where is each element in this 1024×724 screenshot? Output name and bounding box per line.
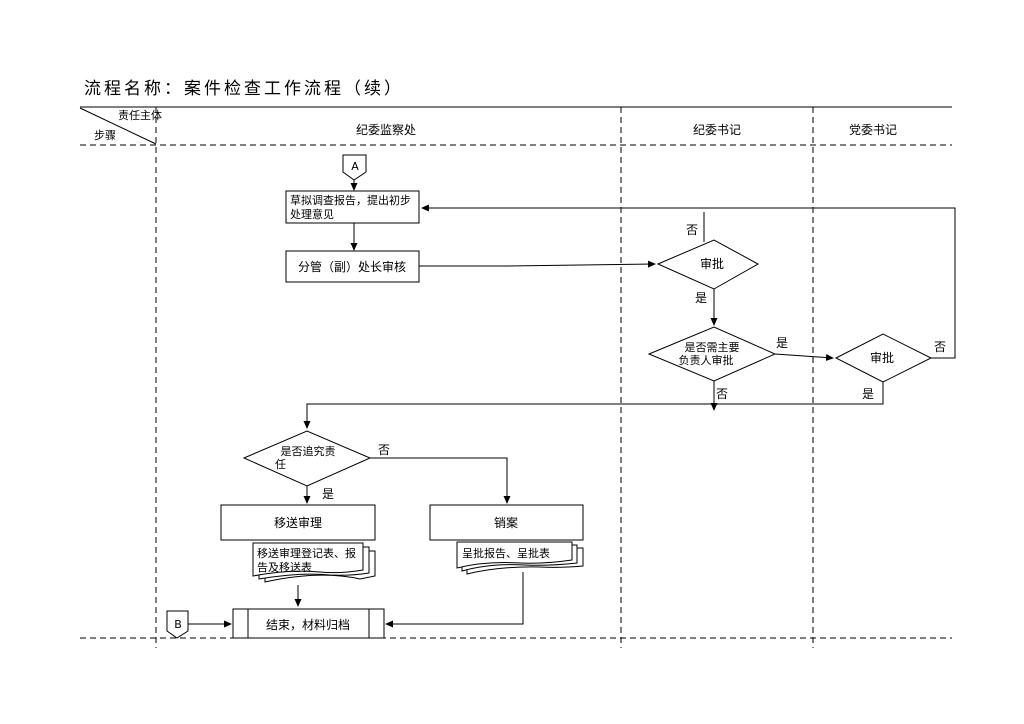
edge-label-need-yes: 是 (776, 336, 788, 350)
edge-label-approve1-no: 否 (686, 223, 698, 237)
lane-header-party-secretary: 党委书记 (849, 122, 897, 137)
edge-label-pursue-yes: 是 (322, 487, 334, 501)
svg-text:移送审理: 移送审理 (274, 515, 322, 530)
lane-header-discipline-office: 纪委监察处 (356, 123, 416, 137)
transfer-box: 移送审理 (220, 504, 376, 541)
close-case-documents: 呈批报告、呈批表 (456, 541, 584, 575)
approve-decision-2: 审批 (834, 333, 933, 383)
svg-text:分管（副）处长审核: 分管（副）处长审核 (298, 259, 406, 274)
svg-text:草拟调查报告，提出初步: 草拟调查报告，提出初步 (290, 193, 411, 207)
header-corner-top: 责任主体 (118, 108, 162, 122)
approve-decision-1: 审批 (656, 239, 760, 290)
transfer-documents: 移送审理登记表、报 告及移送表 (252, 542, 376, 583)
swimlane-grid (79, 106, 952, 648)
svg-text:呈批报告、呈批表: 呈批报告、呈批表 (462, 546, 550, 560)
header-corner-bottom: 步骤 (94, 129, 116, 142)
edge-label-approve1-yes: 是 (695, 291, 707, 305)
edge-label-approve2-no: 否 (934, 340, 946, 354)
review-box: 分管（副）处长审核 (285, 250, 420, 283)
svg-text:处理意见: 处理意见 (290, 207, 334, 221)
svg-text:销案: 销案 (494, 515, 518, 530)
page-title: 流程名称：案件检查工作流程（续） (84, 79, 404, 99)
edge-label-need-no: 否 (716, 387, 728, 401)
close-case-box: 销案 (429, 504, 584, 541)
end-archive-box: 结束，材料归档 (232, 608, 385, 639)
svg-text:负责人审批: 负责人审批 (679, 353, 734, 367)
svg-text:结束，材料归档: 结束，材料归档 (266, 618, 350, 632)
svg-text:审批: 审批 (870, 350, 894, 365)
connector-b: B (166, 610, 189, 639)
svg-text:告及移送表: 告及移送表 (257, 560, 312, 574)
lane-header-discipline-secretary: 纪委书记 (693, 123, 741, 137)
edge-label-approve2-yes: 是 (862, 387, 874, 401)
svg-text:是否需主要: 是否需主要 (685, 341, 740, 354)
need-principal-decision: 是否需主要 负责人审批 (647, 326, 777, 382)
pursue-responsibility-decision: 是否追究责 任 (242, 430, 372, 487)
svg-text:移送审理登记表、报: 移送审理登记表、报 (257, 546, 356, 560)
svg-text:审批: 审批 (700, 256, 724, 271)
svg-text:B: B (174, 618, 182, 631)
draft-report-box: 草拟调查报告，提出初步 处理意见 (285, 190, 420, 224)
svg-text:A: A (351, 160, 359, 173)
svg-text:任: 任 (275, 458, 286, 471)
svg-text:是否追究责: 是否追究责 (281, 444, 336, 458)
connector-a: A (342, 154, 367, 181)
edge-label-pursue-no: 否 (378, 443, 390, 457)
